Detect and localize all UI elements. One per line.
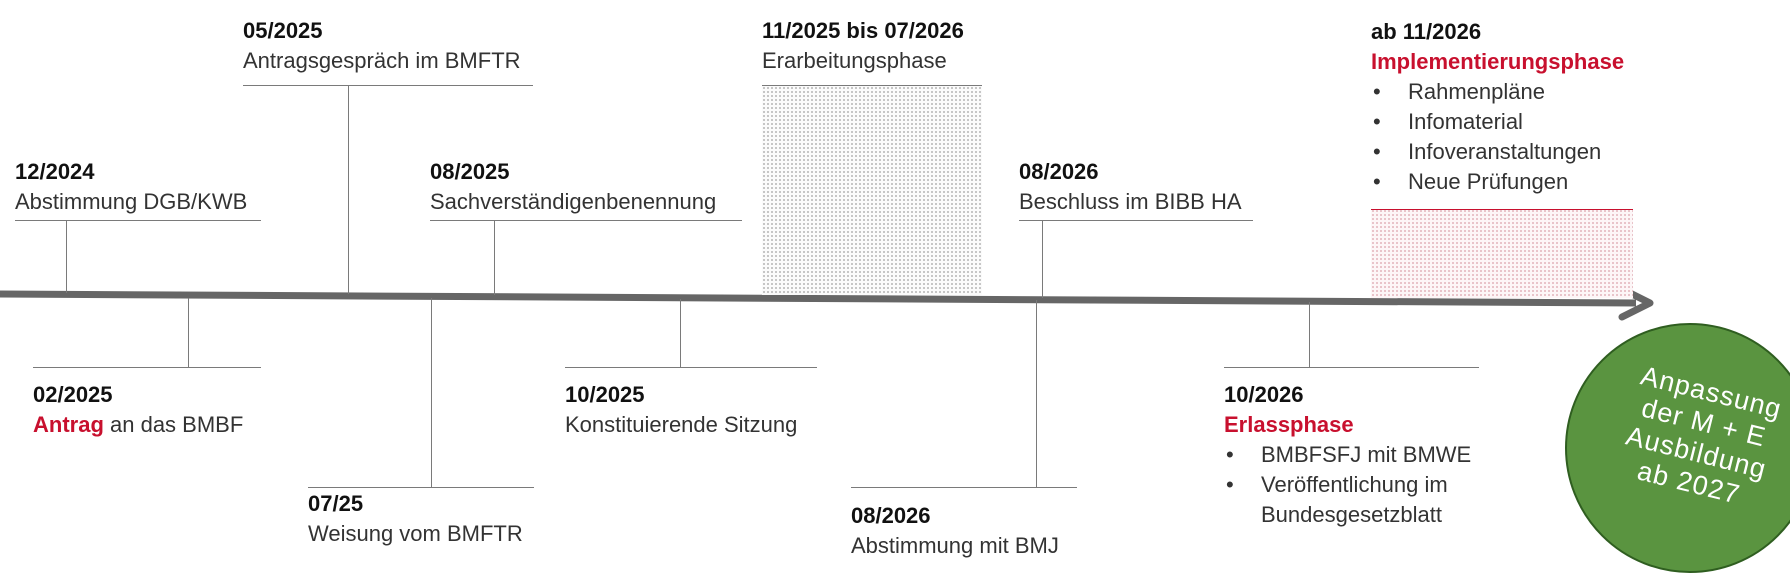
milestone-02-2025: 02/2025 Antrag an das BMBF xyxy=(33,380,243,440)
connector-08-2026-bottom xyxy=(1036,300,1037,487)
milestone-text-rest: an das BMBF xyxy=(103,412,244,437)
underline-11-2025 xyxy=(762,85,982,86)
highlight-word: Antrag xyxy=(33,412,104,437)
underline-05-2025 xyxy=(243,85,533,86)
list-item: Rahmenpläne xyxy=(1373,77,1624,107)
milestone-text: Abstimmung mit BMJ xyxy=(851,533,1059,558)
connector-10-2026 xyxy=(1309,302,1310,367)
connector-05-2025 xyxy=(348,85,349,294)
phase-title-erlass: Erlassphase xyxy=(1224,412,1354,437)
underline-12-2024 xyxy=(15,220,261,221)
milestone-11-2026: ab 11/2026 Implementierungsphase Rahmenp… xyxy=(1371,17,1624,197)
milestone-05-2025: 05/2025 Antragsgespräch im BMFTR xyxy=(243,16,521,76)
badge-circle xyxy=(1565,323,1790,573)
milestone-08-2025: 08/2025 Sachverständigenbenennung xyxy=(430,157,716,217)
milestone-text: Beschluss im BIBB HA xyxy=(1019,189,1242,214)
milestone-text: Sachverständigenbenennung xyxy=(430,189,717,214)
overline-07-25 xyxy=(308,487,534,488)
overline-02-2025 xyxy=(33,367,261,368)
underline-08-2026-top xyxy=(1019,220,1253,221)
list-item: Neue Prüfungen xyxy=(1373,167,1624,197)
milestone-date: 11/2025 bis 07/2026 xyxy=(762,18,964,43)
milestone-08-2026-top: 08/2026 Beschluss im BIBB HA xyxy=(1019,157,1242,217)
list-item: BMBFSFJ mit BMWE xyxy=(1226,440,1481,470)
milestone-date: 07/25 xyxy=(308,491,364,516)
phase-area-erarbeitung xyxy=(762,86,982,295)
milestone-text: Konstituierende Sitzung xyxy=(565,412,798,437)
milestone-date: 10/2025 xyxy=(565,382,645,407)
milestone-date: 05/2025 xyxy=(243,18,323,43)
milestone-08-2026-bottom: 08/2026 Abstimmung mit BMJ xyxy=(851,501,1059,561)
milestone-text: Abstimmung DGB/KWB xyxy=(15,189,248,214)
list-item: Infomaterial xyxy=(1373,107,1624,137)
milestone-date: ab 11/2026 xyxy=(1371,19,1482,44)
overline-10-2025 xyxy=(565,367,817,368)
milestone-12-2024: 12/2024 Abstimmung DGB/KWB xyxy=(15,157,247,217)
milestone-date: 12/2024 xyxy=(15,159,95,184)
list-item: Veröffentlichung im Bundesgesetzblatt xyxy=(1226,470,1481,530)
list-item: Infoveranstaltungen xyxy=(1373,137,1624,167)
milestone-date: 08/2026 xyxy=(1019,159,1099,184)
connector-10-2025 xyxy=(680,299,681,367)
erlass-list: BMBFSFJ mit BMWE Veröffentlichung im Bun… xyxy=(1224,440,1481,530)
connector-07-25 xyxy=(431,298,432,487)
overline-08-2026-bottom xyxy=(851,487,1077,488)
milestone-text: Antragsgespräch im BMFTR xyxy=(243,48,521,73)
milestone-date: 08/2025 xyxy=(430,159,510,184)
milestone-date: 08/2026 xyxy=(851,503,931,528)
implementierung-list: Rahmenpläne Infomaterial Infoveranstaltu… xyxy=(1371,77,1624,197)
milestone-date: 10/2026 xyxy=(1224,382,1304,407)
phase-title-implementierung: Implementierungsphase xyxy=(1371,49,1625,74)
underline-08-2025 xyxy=(430,220,742,221)
milestone-07-25: 07/25 Weisung vom BMFTR xyxy=(308,489,523,549)
milestone-text: Weisung vom BMFTR xyxy=(308,521,523,546)
milestone-10-2026: 10/2026 Erlassphase BMBFSFJ mit BMWE Ver… xyxy=(1224,380,1481,530)
connector-08-2026-top xyxy=(1042,220,1043,298)
connector-12-2024 xyxy=(66,220,67,293)
connector-08-2025 xyxy=(494,220,495,295)
connector-02-2025 xyxy=(188,298,189,367)
underline-11-2026 xyxy=(1371,209,1633,210)
milestone-date: 02/2025 xyxy=(33,382,113,407)
overline-10-2026 xyxy=(1224,367,1479,368)
milestone-10-2025: 10/2025 Konstituierende Sitzung xyxy=(565,380,797,440)
phase-area-implementierung xyxy=(1371,209,1633,298)
milestone-text: Erarbeitungsphase xyxy=(762,48,947,73)
milestone-text: Antrag an das BMBF xyxy=(33,410,243,440)
milestone-11-2025: 11/2025 bis 07/2026 Erarbeitungsphase xyxy=(762,16,964,76)
